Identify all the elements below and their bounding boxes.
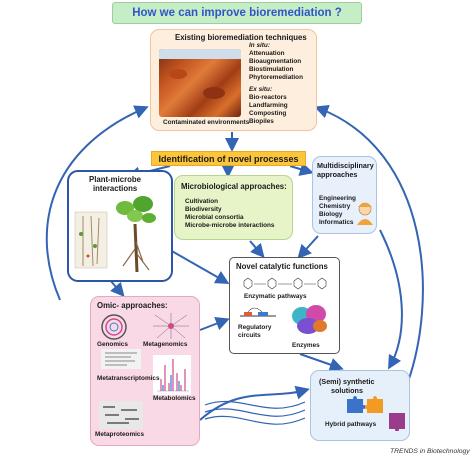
contaminated-caption: Contaminated environments	[163, 119, 250, 126]
multi-item: Biology	[319, 211, 343, 218]
puzzle-orange-icon	[365, 396, 383, 413]
regulatory-line1: Regulatory	[238, 324, 272, 331]
puzzle-purple-icon	[389, 413, 405, 431]
arrow-identify-to-multi	[289, 162, 314, 176]
arrow-right-loop-up	[314, 104, 424, 391]
arrow-multi-to-novel	[297, 235, 319, 259]
omic-heading: Omic- approaches:	[97, 301, 168, 310]
puzzle-blue-icon	[347, 396, 365, 413]
wave-line-1	[204, 400, 306, 409]
metaproteomics-label: Metaproteomics	[95, 431, 145, 438]
enzyme-structure	[292, 305, 327, 334]
circuit-diagram	[240, 307, 276, 317]
metabolomics-chart	[153, 355, 191, 395]
ex-situ-label: Ex situ:	[249, 86, 273, 93]
microbiological-box: Microbiological approaches: Cultivation …	[174, 175, 293, 240]
plant-heading-line1: Plant-microbe	[89, 175, 141, 184]
multidisciplinary-box: Multidisciplinary approaches Engineering…	[312, 156, 377, 234]
multi-heading-line2: approaches	[317, 170, 358, 179]
arrow-plant-to-omic	[109, 279, 125, 298]
hybrid-label: Hybrid pathways	[325, 421, 377, 428]
in-situ-item: Phytoremediation	[249, 74, 303, 81]
multi-heading-line1: Multidisciplinary	[317, 161, 374, 170]
pathway-diagram	[243, 277, 327, 290]
regulatory-line2: circuits	[238, 332, 261, 339]
enzymes-label: Enzymes	[292, 342, 320, 349]
metatranscriptomics-image	[101, 349, 141, 369]
micro-heading: Microbiological approaches:	[181, 182, 287, 191]
novel-catalytic-box: Novel catalytic functions Enzymatic path…	[229, 257, 340, 354]
ex-situ-item: Bio-reactors	[249, 94, 287, 101]
metabolomics-label: Metabolomics	[153, 395, 196, 402]
genomics-label: Genomics	[97, 341, 128, 348]
ex-situ-item: Landfarming	[249, 102, 288, 109]
ex-situ-item: Biopiles	[249, 118, 274, 125]
micro-item: Microbial consortia	[185, 214, 244, 221]
arrow-novel-to-synthetic	[299, 353, 344, 372]
metatranscriptomics-label: Metatranscriptomics	[97, 375, 160, 382]
in-situ-item: Bioaugmentation	[249, 58, 302, 65]
arrow-left-loop-up	[45, 105, 149, 301]
multi-item: Chemistry	[319, 203, 351, 210]
plant-illustration	[74, 196, 156, 273]
existing-heading: Existing bioremediation techniques	[175, 33, 307, 42]
synthetic-heading-line2: solutions	[331, 386, 363, 395]
in-situ-label: In situ:	[249, 42, 270, 49]
micro-item: Cultivation	[185, 198, 219, 205]
omic-approaches-box: Omic- approaches: Genomics Metagenomics …	[90, 296, 200, 446]
metagenomics-image	[153, 313, 189, 339]
novel-heading: Novel catalytic functions	[236, 262, 328, 271]
arrow-omic-to-novel	[199, 317, 230, 331]
micro-item: Microbe-microbe interactions	[185, 222, 275, 229]
metagenomics-label: Metagenomics	[143, 341, 188, 348]
in-situ-item: Biostimulation	[249, 66, 294, 73]
ex-situ-item: Composting	[249, 110, 287, 117]
synthetic-solutions-box: (Semi) synthetic solutions Hybrid pathwa…	[310, 370, 410, 441]
wave-line-3	[204, 415, 306, 425]
genomics-image	[101, 314, 127, 340]
multi-item: Engineering	[319, 195, 356, 202]
plant-microbe-box: Plant-microbe interactions	[67, 170, 173, 282]
arrow-micro-to-novel	[249, 240, 265, 259]
wave-line-2	[204, 408, 306, 417]
existing-techniques-box: Existing bioremediation techniques Conta…	[150, 29, 317, 131]
multi-item: Informatics	[319, 219, 354, 226]
credit-label: TRENDS in Biotechnology	[390, 448, 470, 455]
arrow-multi-to-synthetic	[379, 229, 403, 370]
pathways-label: Enzymatic pathways	[244, 293, 307, 300]
metaproteomics-gel	[99, 401, 143, 429]
scientist-icon	[357, 202, 373, 225]
arrow-plant-to-novel	[169, 249, 230, 284]
contaminated-photo	[159, 49, 241, 117]
plant-heading-line2: interactions	[93, 184, 138, 193]
page-title: How we can improve bioremediation ?	[112, 2, 362, 24]
micro-item: Biodiversity	[185, 206, 222, 213]
in-situ-item: Attenuation	[249, 50, 285, 57]
synthetic-heading-line1: (Semi) synthetic	[319, 377, 375, 386]
identification-banner: Identification of novel processes	[151, 151, 306, 166]
